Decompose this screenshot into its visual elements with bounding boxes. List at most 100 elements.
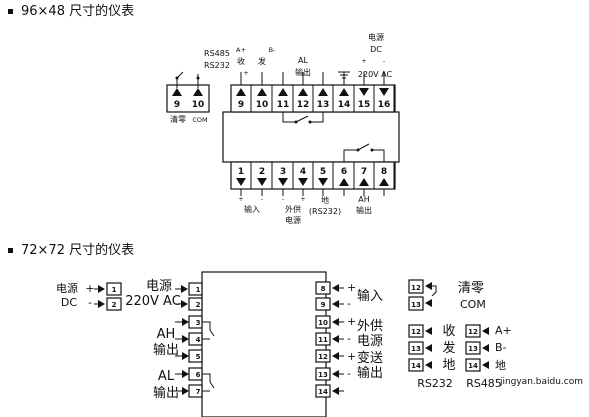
al-relay-contact: [282, 112, 324, 123]
terminal-cell: [106, 282, 122, 296]
terminal-down-arrow-icon: [278, 178, 288, 186]
a-plus-label: A+: [236, 46, 246, 54]
plus-sign: +: [243, 69, 248, 77]
terminal-cell: [106, 297, 122, 311]
terminal-right-arrow-icon: [182, 387, 189, 395]
terminal-cell: [465, 358, 481, 372]
a-plus-label: A+: [495, 324, 512, 337]
rs232-label: RS232: [204, 61, 230, 70]
plus-sign: +: [347, 350, 356, 363]
pin-number: 14: [338, 100, 351, 110]
b-minus-label: B-: [495, 341, 507, 354]
terminal-cell: [465, 324, 481, 338]
pin-number: 3: [196, 319, 201, 327]
pin-number: 8: [321, 285, 326, 293]
transmit-label: 变送: [357, 350, 383, 366]
terminal-up-arrow-icon: [278, 88, 288, 96]
ah-relay-contact: [202, 321, 215, 340]
power-label: 电源: [146, 279, 172, 294]
send-label: 发: [442, 340, 455, 356]
pin-number: 2: [196, 301, 201, 309]
send-label: 发: [258, 56, 266, 66]
terminal-left-arrow-icon: [332, 335, 339, 343]
heading-72x72-text: 72×72 尺寸的仪表: [21, 243, 135, 258]
minus-sign: -: [261, 195, 264, 203]
terminal-down-arrow-icon: [257, 178, 267, 186]
terminal-left-arrow-icon: [332, 370, 339, 378]
terminal-cell: [408, 341, 424, 355]
pin-number: 11: [318, 336, 328, 344]
pin-number: 13: [468, 345, 478, 353]
terminal-left-arrow-icon: [425, 327, 432, 335]
al-output-label: 输出: [153, 385, 179, 401]
terminal-down-arrow-icon: [236, 178, 246, 186]
ac220-label: 220V AC: [125, 294, 181, 309]
pin-number: 12: [468, 328, 478, 336]
clear-switch: [431, 285, 437, 297]
clear-label: 清零: [458, 281, 484, 296]
plus-sign: +: [347, 281, 356, 294]
terminal-left-arrow-icon: [425, 299, 432, 307]
pin-number: 3: [280, 167, 286, 177]
plus-sign: +: [361, 57, 366, 65]
rs485-label: RS485: [466, 377, 502, 390]
rs485-label: RS485: [204, 49, 230, 58]
receive-label: 收: [442, 324, 455, 339]
ground-label: 地: [321, 195, 329, 205]
minus-sign: -: [282, 195, 285, 203]
ext-supply-label: 外供: [357, 319, 383, 334]
pin-number: 1: [112, 286, 117, 294]
pin-number: 9: [238, 100, 244, 110]
contact-dot: [308, 120, 312, 124]
pin-number: 6: [196, 371, 201, 379]
terminal-up-arrow-icon: [318, 88, 328, 96]
terminal-right-arrow-icon: [182, 352, 189, 360]
pin-number: 12: [297, 100, 310, 110]
contact-dot: [356, 148, 360, 152]
pin-number: 4: [196, 336, 201, 344]
meter-body-96x48: [222, 111, 400, 163]
terminal-left-arrow-icon: [332, 352, 339, 360]
terminal-left-arrow-icon: [425, 282, 432, 290]
al-relay-contact: [202, 373, 215, 392]
pin-number: 5: [196, 353, 201, 361]
minus-sign: -: [347, 367, 351, 380]
terminal-right-arrow-icon: [98, 285, 105, 293]
ah-output-label: 输出: [153, 342, 179, 358]
pin-number: 12: [411, 284, 421, 292]
pin-number: 10: [192, 100, 205, 110]
terminal-cell: [315, 297, 331, 311]
terminal-down-arrow-icon: [359, 88, 369, 96]
pin-number: 13: [317, 100, 330, 110]
bullet-icon: [8, 248, 13, 253]
minus-sign: -: [88, 296, 92, 309]
terminal-left-arrow-icon: [482, 344, 489, 352]
meter-body-72x72: [201, 271, 327, 417]
pin-number: 1: [196, 286, 201, 294]
terminal-right-arrow-icon: [181, 300, 188, 308]
pin-number: 2: [112, 301, 117, 309]
terminal-left-arrow-icon: [332, 300, 339, 308]
terminal-cell: [465, 341, 481, 355]
minus-sign: -: [383, 57, 386, 65]
ah-label: AH: [358, 195, 370, 204]
contact-dot: [294, 120, 298, 124]
terminal-down-arrow-icon: [298, 178, 308, 186]
input-label: 输入: [357, 288, 383, 304]
terminal-up-arrow-icon: [298, 88, 308, 96]
terminal-cell: [315, 367, 331, 381]
input-label: 输入: [244, 204, 260, 214]
dc-label: DC: [370, 45, 382, 54]
ground-label-2: 地: [495, 359, 506, 372]
terminal-cell: [315, 332, 331, 346]
dc-power-label: 电源: [56, 281, 78, 295]
terminal-cell: [188, 297, 203, 311]
pin-number: 9: [174, 100, 180, 110]
pin-number: 10: [256, 100, 269, 110]
terminal-cell: [408, 358, 424, 372]
transmit-output-label: 输出: [357, 365, 383, 381]
com-label: COM: [460, 298, 486, 311]
pin-number: 12: [411, 328, 421, 336]
pin-number: 13: [411, 345, 421, 353]
